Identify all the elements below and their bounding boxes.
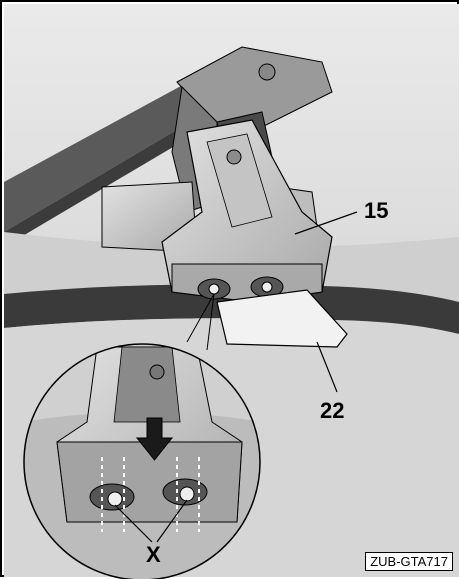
detail-line-right: [206, 293, 215, 351]
roof-rail-shadow: [4, 112, 212, 247]
detail-circle-border: [23, 343, 261, 579]
reference-code: ZUB-GTA717: [365, 552, 453, 571]
callout-15: 15: [364, 198, 388, 223]
screw-left: [208, 283, 220, 295]
callout-22: 22: [320, 398, 344, 423]
leader-22: [316, 341, 338, 393]
clamp-screw: [258, 63, 276, 81]
callout-x: X: [146, 542, 161, 567]
screw-right: [261, 281, 273, 293]
leader-x-left: [114, 504, 153, 543]
arrow-down-icon: [135, 417, 174, 461]
bracket-bolt: [226, 149, 242, 165]
bracket-rib: [206, 133, 273, 228]
detail-line-left: [186, 293, 215, 343]
roof-rail: [4, 80, 207, 232]
leader-15: [294, 211, 358, 235]
leader-x-right: [156, 499, 188, 543]
pad-22: [216, 289, 348, 348]
